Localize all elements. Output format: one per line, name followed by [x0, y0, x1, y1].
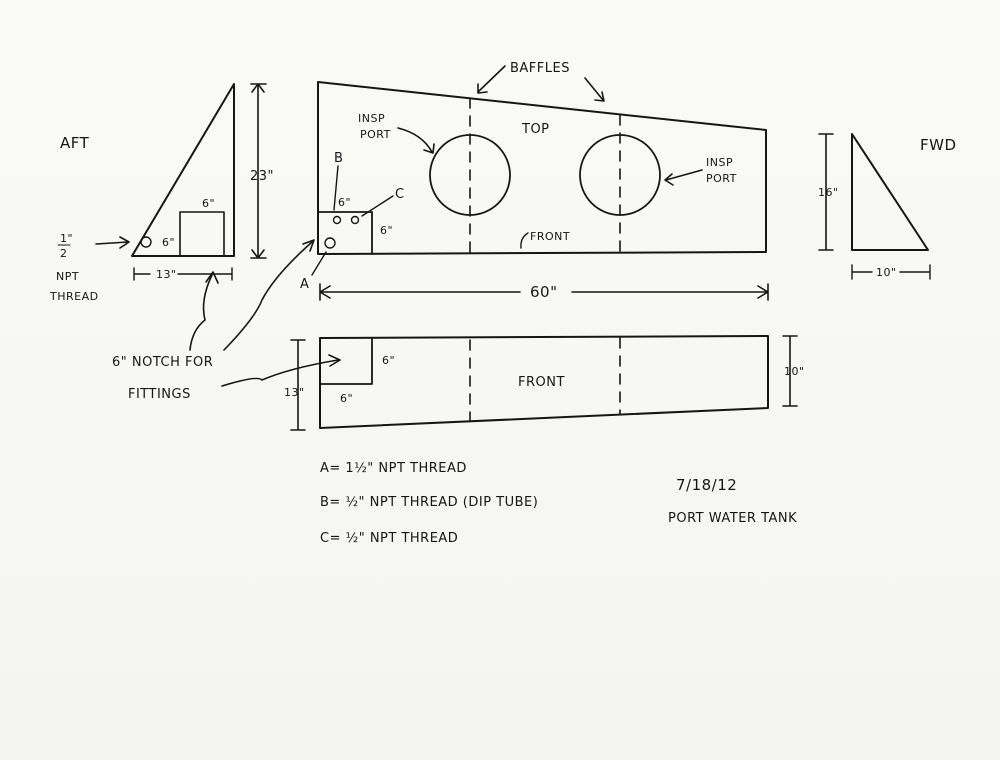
- port-c-circle: [350, 215, 360, 225]
- front-notch-width: 6": [340, 392, 353, 405]
- insp-port-right: [579, 134, 661, 216]
- front-right-height: 10": [784, 365, 805, 378]
- top-notch-height: 6": [380, 224, 393, 237]
- aft-thread-arrow: [95, 236, 130, 249]
- aft-width-dim-line: [133, 267, 233, 281]
- baffles-arrow-right: [584, 77, 605, 102]
- aft-outline: [131, 83, 235, 257]
- drawing-date: 7/18/12: [676, 476, 737, 494]
- fwd-height-dim-line: [818, 133, 834, 251]
- aft-notch: [179, 211, 225, 257]
- front-view: 6" 6" FRONT 13" 10": [284, 335, 805, 431]
- insp-port-left: [429, 134, 511, 216]
- callout-arrow-front: [221, 354, 341, 387]
- insp-right-line1: INSP: [706, 156, 733, 169]
- aft-notch-dim-side: 6": [162, 236, 175, 249]
- fwd-width-dim-line: [851, 264, 931, 280]
- top-title: TOP: [521, 122, 550, 137]
- notch-callout-line1: 6" NOTCH FOR: [112, 355, 213, 370]
- aft-height-dim: 23": [250, 169, 274, 184]
- baffles-arrow-left: [477, 65, 506, 94]
- thread-legend: A= 1½" NPT THREAD B= ½" NPT THREAD (DIP …: [320, 461, 538, 546]
- baffles-label: BAFFLES: [510, 61, 570, 76]
- aft-port-a: [140, 236, 152, 248]
- port-a-circle: [324, 237, 336, 249]
- front-title: FRONT: [518, 375, 565, 390]
- top-length-dim-line: [319, 283, 769, 301]
- aft-thread-size: 1": [60, 232, 73, 245]
- insp-left-line2: PORT: [360, 128, 391, 141]
- insp-right-arrow: [664, 169, 703, 186]
- label-c: C: [395, 187, 405, 202]
- aft-view: AFT 6" 6" 23" 13" 1" 2 NPT THREAD: [49, 83, 274, 303]
- label-a: A: [300, 277, 309, 292]
- aft-title: AFT: [60, 134, 90, 152]
- legend-b: B= ½" NPT THREAD (DIP TUBE): [320, 495, 538, 510]
- front-notch: [319, 337, 373, 385]
- port-b-circle: [332, 215, 342, 225]
- front-left-height: 13": [284, 386, 305, 399]
- notch-callout: 6" NOTCH FOR FITTINGS: [112, 239, 341, 402]
- aft-thread-frac: 2: [60, 247, 68, 260]
- insp-left-line1: INSP: [358, 112, 385, 125]
- fwd-view: FWD 16" 10": [818, 133, 957, 280]
- label-b: B: [334, 151, 343, 166]
- aft-thread-line1: NPT: [56, 270, 79, 283]
- drawing-title: PORT WATER TANK: [668, 511, 797, 526]
- front-left-dim-line: [290, 339, 306, 431]
- title-block: 7/18/12 PORT WATER TANK: [668, 476, 797, 526]
- front-outline: [319, 335, 769, 429]
- callout-arrow-top: [223, 239, 315, 351]
- front-notch-height: 6": [382, 354, 395, 367]
- fwd-title: FWD: [920, 136, 957, 154]
- aft-width-dim: 13": [156, 268, 177, 281]
- insp-left-arrow: [397, 127, 435, 154]
- top-notch-width: 6": [338, 196, 351, 209]
- top-outline: [317, 81, 767, 255]
- insp-right-line2: PORT: [706, 172, 737, 185]
- fwd-outline: [851, 133, 929, 251]
- top-front-label: FRONT: [530, 230, 570, 243]
- callout-arrow-aft: [189, 271, 219, 351]
- aft-thread-line2: THREAD: [49, 290, 99, 303]
- fwd-height-dim: 16": [818, 186, 839, 199]
- legend-a: A= 1½" NPT THREAD: [320, 461, 467, 476]
- notch-callout-line2: FITTINGS: [128, 387, 191, 402]
- top-notch: [317, 211, 373, 255]
- legend-c: C= ½" NPT THREAD: [320, 531, 458, 546]
- top-length-dim: 60": [530, 283, 558, 301]
- top-view: 6" 6" TOP BAFFLES INSP PORT INSP PORT FR…: [300, 61, 769, 301]
- aft-height-dim-line: [250, 83, 267, 259]
- fwd-width-dim: 10": [876, 266, 897, 279]
- front-right-dim-line: [782, 335, 798, 407]
- aft-notch-dim-top: 6": [202, 197, 215, 210]
